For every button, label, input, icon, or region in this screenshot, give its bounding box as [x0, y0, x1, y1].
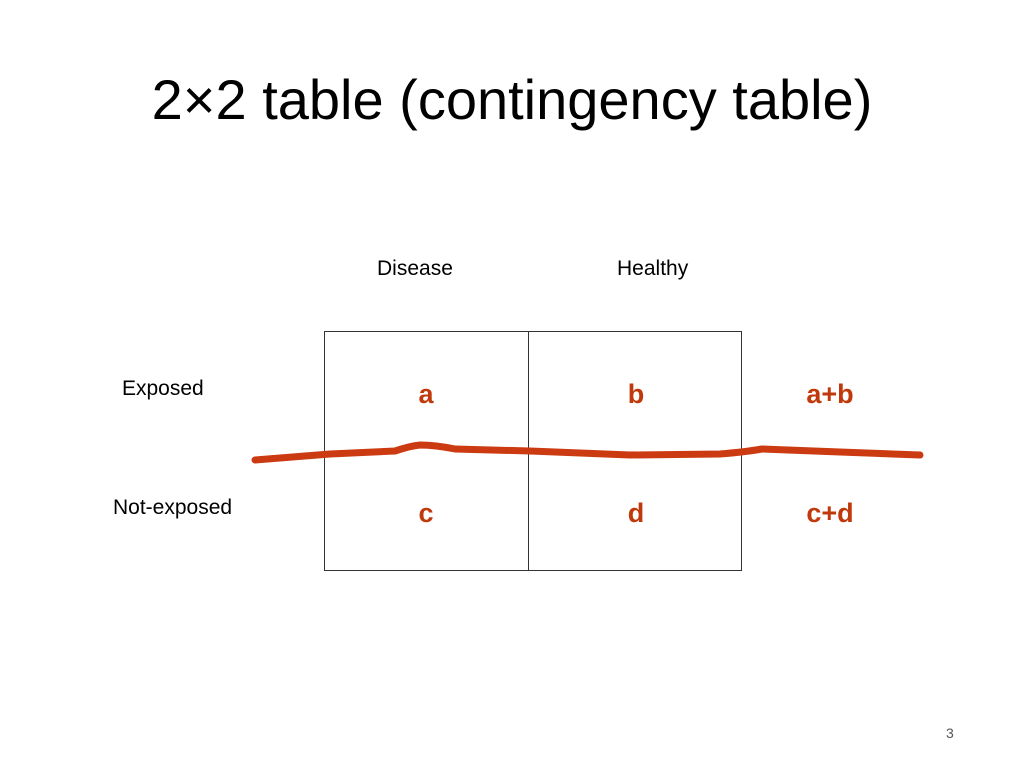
row-label-not-exposed: Not-exposed [113, 496, 233, 519]
cell-c: c [418, 498, 434, 528]
column-header-disease: Disease [377, 257, 453, 280]
row-total-exposed: a+b [806, 379, 854, 409]
cell-a: a [418, 379, 434, 409]
cell-b: b [627, 379, 645, 409]
row-label-exposed: Exposed [122, 377, 204, 400]
page-number: 3 [946, 725, 954, 741]
row-total-not-exposed: c+d [806, 498, 854, 528]
column-header-healthy: Healthy [617, 257, 689, 280]
cell-d: d [627, 498, 645, 528]
slide-title: 2×2 table (contingency table) [151, 68, 873, 131]
